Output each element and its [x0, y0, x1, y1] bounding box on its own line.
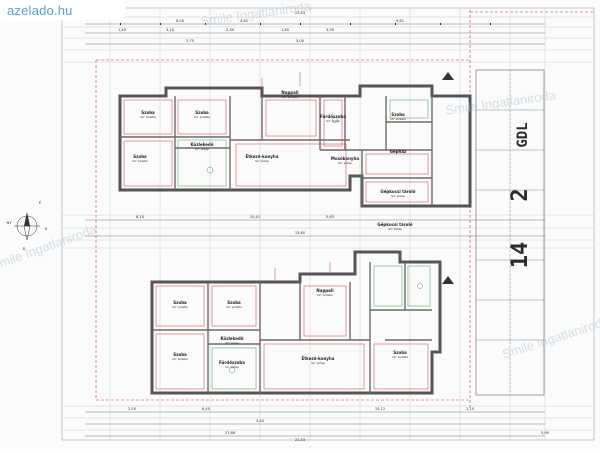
- room-label: Gépház: [390, 149, 407, 154]
- dimension-label: 3,00: [296, 39, 305, 43]
- dimension-label: 1,45: [118, 28, 126, 32]
- site-logo[interactable]: azelado.hu: [0, 0, 126, 20]
- side-label: 14: [508, 242, 533, 269]
- room-label: Nappali: [281, 90, 299, 95]
- room-area: Sm² parketta: [172, 306, 188, 309]
- room-label: Fürdőszoba: [320, 114, 346, 119]
- room-area: Sm² járólap: [255, 160, 269, 163]
- dimension-label: 17,88: [225, 431, 236, 435]
- room-area: Sm² parketta: [172, 358, 188, 361]
- room-area: Sm² járólap: [225, 342, 239, 345]
- dimension-label: 22,43: [295, 11, 305, 15]
- side-label: GDL: [515, 122, 531, 147]
- compass-rose: [14, 212, 40, 241]
- lower-unit: [150, 250, 442, 395]
- room-area: Sm² járólap: [391, 195, 405, 198]
- room-label: Szoba: [141, 110, 155, 115]
- side-label: 2: [508, 188, 533, 201]
- room-label: Szoba: [195, 110, 209, 115]
- room-area: Sm² parketta: [317, 294, 333, 297]
- room-label: Szoba: [173, 300, 187, 305]
- sheet-frame: [61, 7, 595, 441]
- room-label: Szoba: [393, 350, 407, 355]
- dimension-ticks: [85, 23, 545, 437]
- compass-south: D: [23, 247, 26, 251]
- room-label: Közlekedő: [190, 142, 213, 147]
- dimension-label: 2,50: [128, 407, 137, 411]
- dimension-label: 6,10: [136, 215, 145, 219]
- room-label: Gépkocsi tároló: [377, 222, 412, 227]
- dimension-label: 5,95: [541, 431, 549, 435]
- dimension-label: 13,60: [295, 231, 306, 235]
- parking-area: [475, 69, 545, 396]
- dimension-label: 22,43: [295, 438, 305, 442]
- compass-west: NY: [7, 221, 13, 225]
- room-label: Közlekedő: [220, 336, 243, 341]
- dimension-label: 6,00: [176, 19, 185, 23]
- room-label: Mosókonyha: [331, 156, 359, 161]
- room-label: Szoba: [173, 352, 187, 357]
- dimension-label: 0,65: [326, 215, 334, 219]
- room-label: Szoba: [133, 154, 147, 159]
- room-area: Sm² járólap: [225, 366, 239, 369]
- room-area: Sm² parketta: [392, 356, 408, 359]
- dimension-label: 9,61: [396, 19, 404, 23]
- room-area: Sm² járólap: [195, 148, 209, 151]
- room-label: Szoba: [391, 112, 405, 117]
- room-area: Sm² járólap: [311, 362, 325, 365]
- room-label: Étkező-konyha: [302, 356, 335, 361]
- room-label: Gépkocsi tároló: [380, 189, 415, 194]
- dimension-label: 3,40: [256, 419, 265, 423]
- property-lines: [95, 10, 594, 410]
- room-area: Sm² járólap: [326, 120, 340, 123]
- room-area: Sm² parketta: [390, 118, 406, 121]
- upper-unit: [118, 72, 472, 284]
- room-label: Nappali: [316, 288, 334, 293]
- room-area: Sm² parketta: [140, 116, 156, 119]
- dimension-label: 1,80: [281, 28, 290, 32]
- room-area: Sm² parketta: [194, 116, 210, 119]
- dimension-label: 10,12: [375, 407, 385, 411]
- dimension-label: 3,15: [166, 28, 174, 32]
- room-area: Sm² parketta: [226, 306, 242, 309]
- room-label: Szoba: [227, 300, 241, 305]
- dimension-label: 6,40: [202, 407, 211, 411]
- dimension-label: 2,10: [466, 407, 475, 411]
- dimension-label: 10,41: [250, 215, 260, 219]
- room-label: Étkező-konyha: [246, 154, 279, 159]
- room-area: Sm² járólap: [338, 162, 352, 165]
- room-label: Fürdőszoba: [219, 360, 245, 365]
- dimension-label: 2,30: [226, 28, 235, 32]
- dimension-markers: [120, 23, 491, 25]
- dimension-label: 4,82: [240, 19, 248, 23]
- compass-north: É: [39, 200, 42, 205]
- compass-east: K: [45, 227, 48, 231]
- room-area: Sm² parketta: [282, 96, 298, 99]
- room-area: Sm² parketta: [132, 160, 148, 163]
- dimension-label: 3,90: [326, 28, 335, 32]
- dimension-label: 2,75: [186, 39, 194, 43]
- room-area: Sm² járólap: [388, 228, 402, 231]
